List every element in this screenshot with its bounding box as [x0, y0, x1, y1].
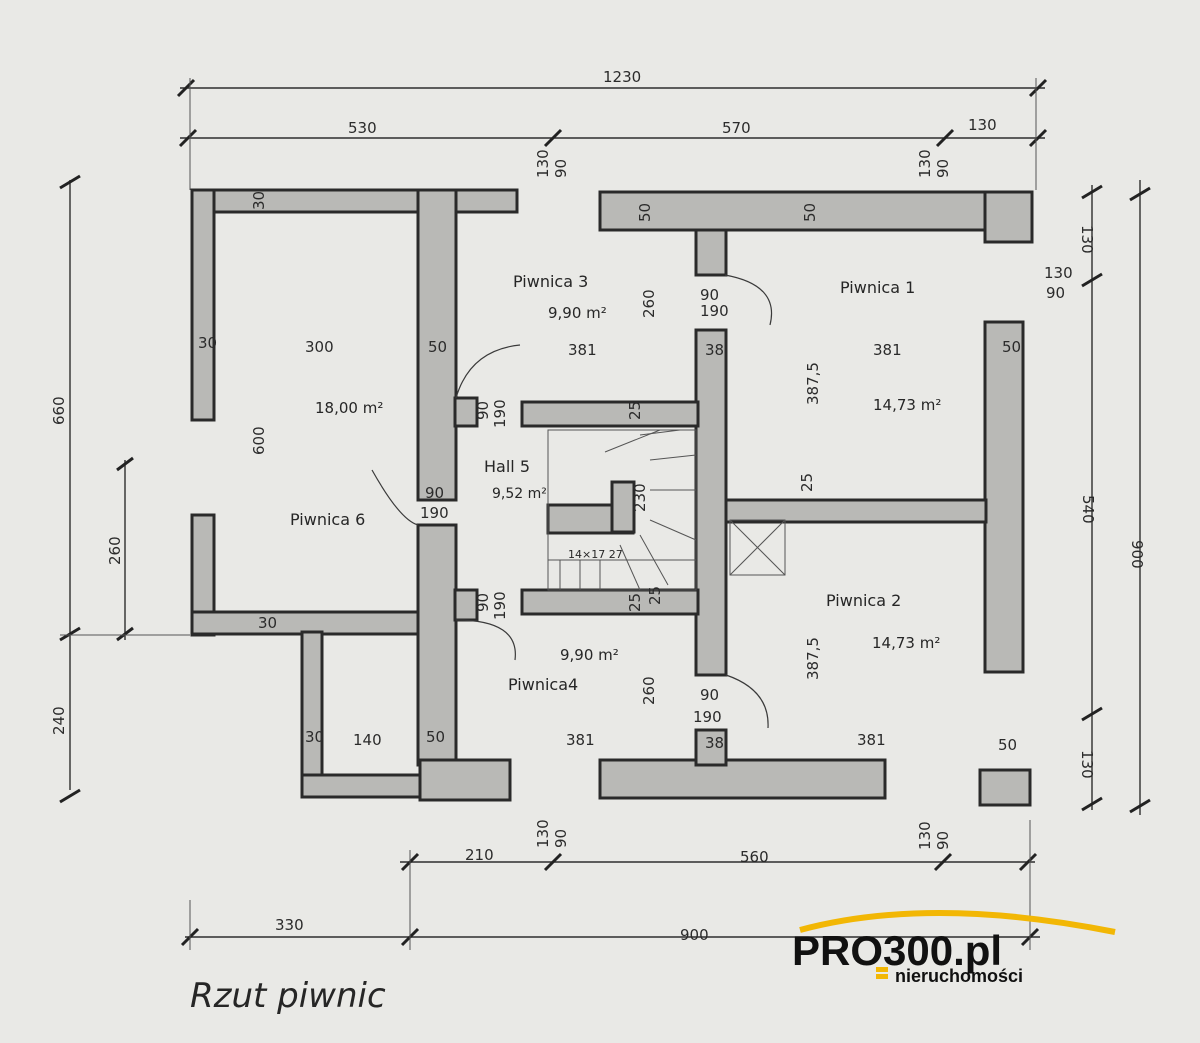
dim-interior-600: 600 — [250, 426, 268, 455]
room-piwnica-2-name: Piwnica 2 — [826, 591, 901, 610]
dim-top-small-a2: 90 — [552, 159, 570, 178]
door-dim-3b: 190 — [420, 504, 449, 522]
dim-wall-25-a: 25 — [626, 401, 644, 420]
room-piwnica-4-name: Piwnica4 — [508, 675, 578, 694]
dim-interior-260-b: 260 — [640, 676, 658, 705]
dim-wall-30-d: 30 — [305, 728, 324, 746]
logo-sub: nieruchomości — [895, 966, 1023, 986]
dim-interior-300: 300 — [305, 338, 334, 356]
door-swings — [371, 274, 772, 729]
dim-left-mid: 260 — [106, 536, 124, 565]
dim-bottom-small-b2: 90 — [934, 831, 952, 850]
door-dim-3a: 90 — [425, 484, 444, 502]
dim-right-mid: 540 — [1079, 495, 1097, 524]
dim-bottom-small-a1: 130 — [534, 819, 552, 848]
dim-wall-30-c: 30 — [258, 614, 277, 632]
dim-top-130: 130 — [968, 116, 997, 134]
door-dim-1a: 90 — [700, 286, 719, 304]
pro300-logo: PRO300.pl nieruchomości — [792, 910, 1116, 986]
room-labels: Piwnica 3 9,90 m² Piwnica 1 14,73 m² Piw… — [290, 272, 941, 694]
door-dim-5b: 190 — [693, 708, 722, 726]
door-dim-1b: 190 — [700, 302, 729, 320]
dim-wall-50-a: 50 — [428, 338, 447, 356]
dim-interior-260-a: 260 — [640, 289, 658, 318]
dim-interior-381-d: 381 — [857, 731, 886, 749]
room-hall-5-name: Hall 5 — [484, 457, 530, 476]
dimension-labels: 1230 530 570 130 130 90 130 90 660 260 2… — [50, 68, 1146, 944]
room-piwnica-3-name: Piwnica 3 — [513, 272, 588, 291]
dim-bottom-small-b1: 130 — [916, 821, 934, 850]
dimension-lines — [59, 78, 1151, 950]
dim-wall-50-c: 50 — [1002, 338, 1021, 356]
dim-right-total: 900 — [1128, 540, 1146, 569]
dim-top-530: 530 — [348, 119, 377, 137]
room-piwnica-6-area: 18,00 m² — [315, 399, 383, 417]
room-piwnica-6-name: Piwnica 6 — [290, 510, 365, 529]
dim-wall-50-b: 50 — [426, 728, 445, 746]
dim-right-small-1: 130 — [1044, 264, 1073, 282]
dim-stair-230: 230 — [631, 483, 649, 512]
room-piwnica-1-area: 14,73 m² — [873, 396, 941, 414]
dim-right-top: 130 — [1078, 225, 1096, 254]
dim-left-bottom: 240 — [50, 706, 68, 735]
room-hall-5-area: 9,52 m² — [492, 486, 547, 502]
door-dim-2b: 190 — [491, 399, 509, 428]
dim-bottom-total: 900 — [680, 926, 709, 944]
room-piwnica-1-name: Piwnica 1 — [840, 278, 915, 297]
room-piwnica-4-area: 9,90 m² — [560, 646, 619, 664]
dim-bottom-210: 210 — [465, 846, 494, 864]
dim-bottom-small-a2: 90 — [552, 829, 570, 848]
logo-swoosh — [799, 910, 1116, 935]
dim-wall-25-b: 25 — [626, 593, 644, 612]
door-dim-5a: 90 — [700, 686, 719, 704]
dim-top-small-a1: 130 — [534, 149, 552, 178]
dim-interior-3875-a: 387,5 — [804, 362, 822, 405]
room-piwnica-3-area: 9,90 m² — [548, 304, 607, 322]
dim-wall-38-a: 38 — [705, 341, 724, 359]
dim-bottom-left: 330 — [275, 916, 304, 934]
dim-interior-381-c: 381 — [566, 731, 595, 749]
dim-interior-381-a: 381 — [568, 341, 597, 359]
dim-top-570: 570 — [722, 119, 751, 137]
dim-bottom-560: 560 — [740, 848, 769, 866]
dim-right-bottom: 130 — [1078, 750, 1096, 779]
drawing-title: Rzut piwnic — [190, 976, 386, 1016]
dim-wall-30-b: 30 — [198, 334, 217, 352]
dim-top-small-b2: 90 — [934, 159, 952, 178]
walls — [190, 188, 1034, 807]
logo-brand: PRO300.pl — [792, 927, 1002, 974]
dim-wall-50-f: 50 — [801, 203, 819, 222]
dim-wall-50-e: 50 — [636, 203, 654, 222]
dim-wall-50-d: 50 — [998, 736, 1017, 754]
dim-top-total: 1230 — [603, 68, 641, 86]
door-dim-4a: 90 — [474, 593, 492, 612]
door-dim-4b: 190 — [491, 591, 509, 620]
dim-interior-381-b: 381 — [873, 341, 902, 359]
dim-top-small-b1: 130 — [916, 149, 934, 178]
stairs — [547, 429, 786, 591]
dim-right-small-2: 90 — [1046, 284, 1065, 302]
stair-label: 14×17 27 — [568, 548, 623, 561]
dim-left-total: 660 — [50, 396, 68, 425]
dim-wall-25-d: 25 — [646, 586, 664, 605]
dim-interior-3875-b: 387,5 — [804, 637, 822, 680]
dim-interior-140: 140 — [353, 731, 382, 749]
room-piwnica-2-area: 14,73 m² — [872, 634, 940, 652]
dim-wall-25-c: 25 — [798, 473, 816, 492]
dim-wall-38-b: 38 — [705, 734, 724, 752]
door-dim-2a: 90 — [474, 401, 492, 420]
dim-wall-30-a: 30 — [250, 191, 268, 210]
